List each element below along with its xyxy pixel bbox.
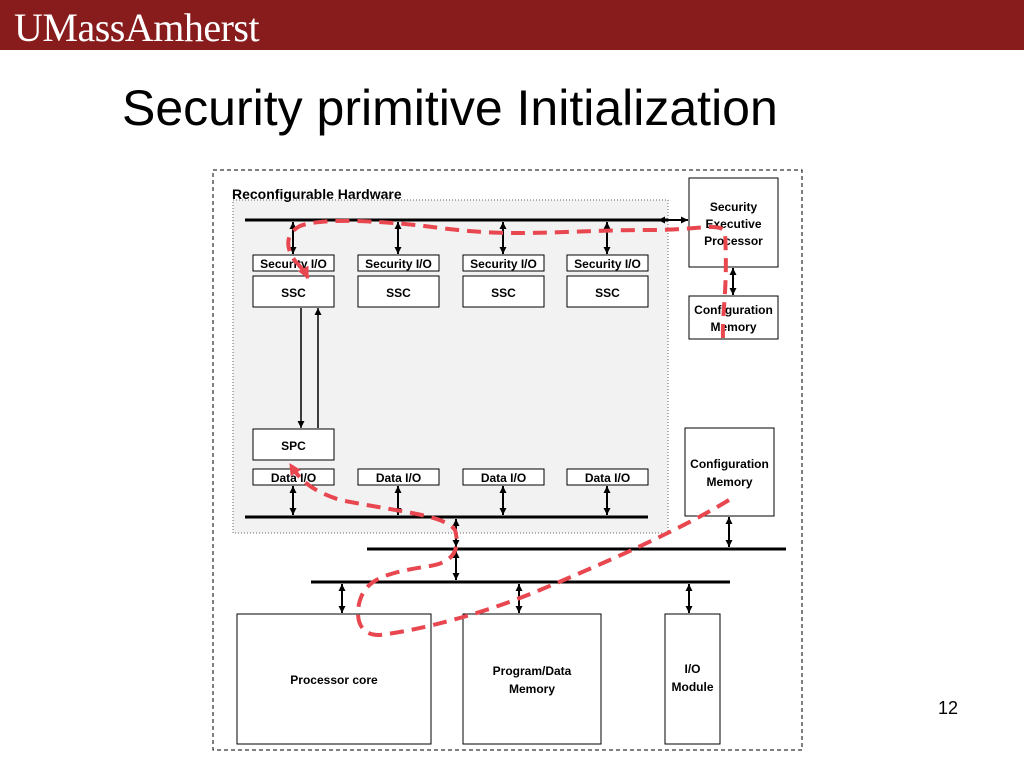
ssc-box — [462, 275, 545, 308]
security-io-label: Security I/O — [470, 257, 537, 271]
program-memory-label-line: Program/Data — [493, 664, 572, 678]
ssc-label: SSC — [491, 286, 516, 300]
ssc-box — [566, 275, 649, 308]
system-boundary — [212, 169, 803, 751]
security-io-label: Security I/O — [365, 257, 432, 271]
config-memory-box — [684, 427, 775, 517]
io-module-label-line: I/O — [684, 662, 700, 676]
io-module-box — [664, 613, 721, 745]
umass-logo: UMassAmherst — [14, 5, 260, 50]
config-memory-label-line: Configuration — [690, 457, 769, 471]
spc-label: SPC — [281, 439, 306, 453]
security-io-box — [357, 254, 440, 272]
ssc-label: SSC — [386, 286, 411, 300]
processor-core-box — [236, 613, 432, 745]
security-io-box — [566, 254, 649, 272]
data-io-box — [462, 468, 545, 486]
ssc-box — [252, 275, 335, 308]
data-io-label: Data I/O — [376, 471, 421, 485]
data-io-box — [566, 468, 649, 486]
data-io-label: Data I/O — [585, 471, 630, 485]
slide-title: Security primitive Initialization — [122, 80, 778, 136]
data-io-label: Data I/O — [481, 471, 526, 485]
data-io-box — [357, 468, 440, 486]
io-module-label-line: Module — [672, 680, 714, 694]
security-io-box — [252, 254, 335, 272]
sec-io-arrows — [289, 222, 611, 254]
ssc-label: SSC — [595, 286, 620, 300]
processor-core-label: Processor core — [290, 673, 378, 687]
header-banner: UMassAmherst — [0, 0, 1024, 50]
sep-label-line: Processor — [704, 234, 763, 248]
program-data-memory-box — [462, 613, 602, 745]
peripheral-arrows — [338, 584, 693, 613]
security-io-label: Security I/O — [260, 257, 327, 271]
config-memory-label-line: Memory — [710, 320, 756, 334]
security-io-label: Security I/O — [574, 257, 641, 271]
ssc-spc-arrows — [297, 308, 322, 428]
region-label: Reconfigurable Hardware — [232, 186, 402, 202]
sep-label-line: Security — [710, 200, 758, 214]
config-memory-label-line: Configuration — [694, 303, 773, 317]
spc-box — [252, 428, 335, 461]
config-memory-label-line: Memory — [706, 475, 752, 489]
security-executive-processor-box — [688, 177, 779, 268]
security-io-box — [462, 254, 545, 272]
page-number: 12 — [938, 698, 959, 718]
config-memory-box — [688, 295, 779, 340]
init-path-bottom — [288, 462, 731, 638]
data-io-label: Data I/O — [271, 471, 316, 485]
ssc-label: SSC — [281, 286, 306, 300]
ssc-box — [357, 275, 440, 308]
program-memory-label-line: Memory — [509, 682, 555, 696]
